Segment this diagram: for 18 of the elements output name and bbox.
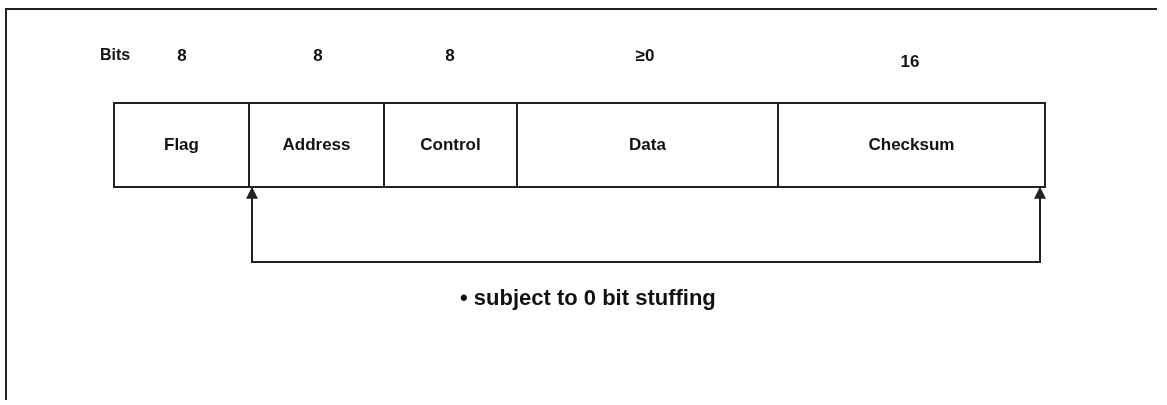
bit-count: 16: [900, 52, 920, 72]
frame-field: [383, 102, 518, 188]
bits-heading: Bits: [100, 46, 131, 64]
arrow: [246, 186, 1046, 263]
field-name: Control: [420, 135, 481, 155]
field-name: Address: [282, 135, 351, 155]
frame-field: [777, 102, 1046, 188]
bit-count: 8: [177, 46, 187, 66]
bit-count: 8: [313, 46, 323, 66]
field-name: Flag: [164, 135, 199, 155]
bit-count: 8: [445, 46, 455, 66]
note-text: • subject to 0 bit stuffing: [460, 285, 716, 311]
field-name: Checksum: [868, 135, 955, 155]
bit-count: ≥0: [635, 46, 655, 66]
frame-field: [113, 102, 250, 188]
frame-field: [248, 102, 385, 188]
field-name: Data: [629, 135, 666, 155]
frame-field: [516, 102, 779, 188]
